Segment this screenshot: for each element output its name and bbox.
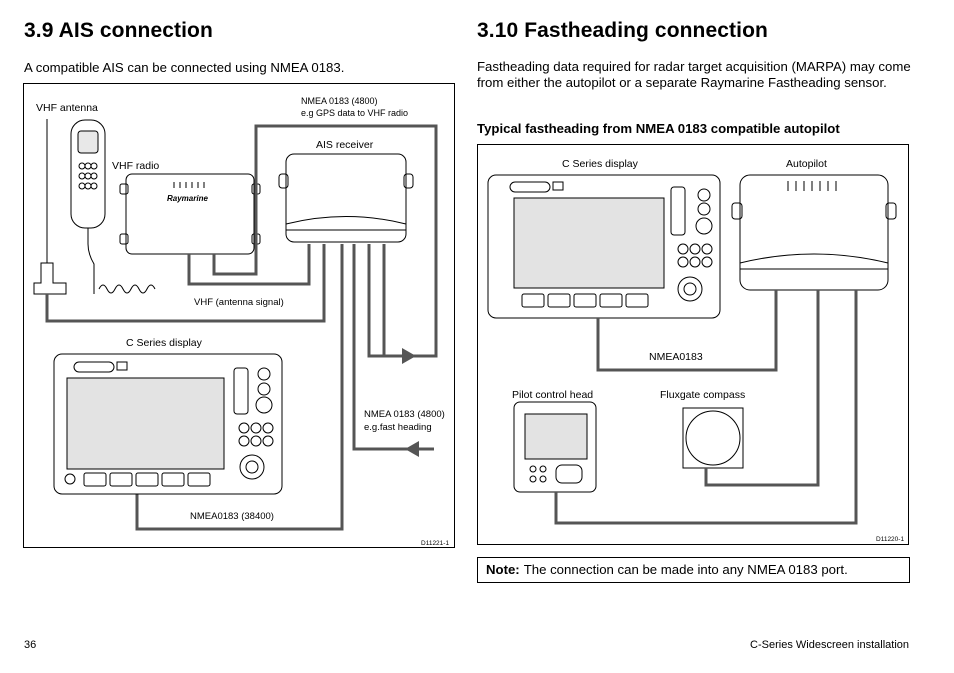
label-nmea-gps-2: e.g GPS data to VHF radio [301,108,408,118]
section-title-ais: 3.9 AIS connection [24,19,213,42]
ais-connection-diagram: VHF antenna VHF radio NMEA 0183 (4800) e… [23,83,455,548]
note-label: Note: [486,562,520,577]
nmea0183-cable-right [596,290,778,372]
coiled-cable [98,284,156,294]
vhf-antenna-base [33,262,67,295]
arrow-right-icon [402,348,416,364]
label-autopilot: Autopilot [786,158,827,170]
fluxgate-compass-unit [682,407,744,469]
label-nmea0183: NMEA0183 [649,351,703,363]
page-number: 36 [24,639,37,651]
fastheading-connection-diagram: C Series display Autopilot NMEA0183 Pilo… [477,144,909,545]
label-nmea-38400: NMEA0183 (38400) [190,511,274,522]
label-vhf-antenna: VHF antenna [36,102,98,114]
arrow-left-icon [405,441,419,457]
autopilot-unit [739,174,889,291]
label-vhf-signal: VHF (antenna signal) [194,297,284,308]
raymarine-logo: Raymarine [167,194,208,203]
note-text: The connection can be made into any NMEA… [523,562,848,577]
label-vhf-radio: VHF radio [112,160,159,172]
fastheading-subheading: Typical fastheading from NMEA 0183 compa… [477,121,840,136]
label-c-series-display-right: C Series display [562,158,639,170]
label-nmea-fast-1: NMEA 0183 (4800) [364,409,445,420]
label-ais-receiver: AIS receiver [316,139,374,151]
vhf-radio-unit [125,173,255,255]
note-box: Note:The connection can be made into any… [477,557,910,583]
figure-id-left: D11221-1 [421,540,449,547]
label-c-series-display-left: C Series display [126,337,203,349]
vhf-antenna-signal-cable [45,244,326,323]
fastheading-intro-text: Fastheading data required for radar targ… [477,59,911,90]
ais-receiver-unit [285,153,407,243]
figure-id-right: D11220-1 [876,536,904,543]
section-title-fastheading: 3.10 Fastheading connection [477,19,768,42]
label-nmea-gps-1: NMEA 0183 (4800) [301,96,378,106]
nmea-gps-cable [212,124,438,358]
label-nmea-fast-2: e.g.fast heading [364,422,432,433]
nmea-38400-cable [135,244,344,531]
label-pilot-control-head: Pilot control head [512,389,593,401]
ais-intro-text: A compatible AIS can be connected using … [24,60,345,75]
label-fluxgate-compass: Fluxgate compass [660,389,745,401]
manual-title: C-Series Widescreen installation [750,639,909,651]
